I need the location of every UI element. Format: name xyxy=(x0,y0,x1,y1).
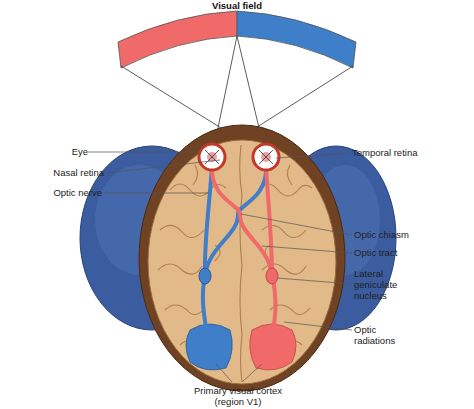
left-visual-field xyxy=(118,11,237,68)
part-label: Primary visual cortex (region V1) xyxy=(182,385,294,407)
leader-line xyxy=(262,246,352,253)
part-label: Optic nerve xyxy=(30,187,102,198)
leader-line xyxy=(88,152,200,153)
visual-pathways xyxy=(203,166,276,340)
brain-gyri xyxy=(158,145,312,382)
part-label: Nasal retina xyxy=(30,167,104,178)
red-radiation xyxy=(272,275,275,340)
eye-ray-cross xyxy=(205,150,273,164)
figure-title: Visual field xyxy=(187,0,287,11)
left-lgn xyxy=(199,268,211,284)
part-label: Optic radiations xyxy=(354,324,406,346)
part-label: Optic tract xyxy=(354,247,464,258)
red-pathway xyxy=(212,166,272,275)
brain xyxy=(148,140,336,384)
part-label: Temporal retina xyxy=(352,147,462,158)
right-lgn xyxy=(266,268,278,284)
leader-lines xyxy=(88,152,352,382)
leader-line xyxy=(216,364,232,382)
leader-line xyxy=(284,322,352,330)
left-visual-cortex xyxy=(186,324,232,370)
leader-line xyxy=(276,153,350,158)
leader-line xyxy=(241,214,352,235)
part-label: Eye xyxy=(44,146,88,157)
leader-line xyxy=(242,364,262,382)
part-label: Lateral geniculate nucleus xyxy=(354,268,412,301)
head-outline xyxy=(139,125,345,391)
leader-line xyxy=(104,193,208,194)
leader-line xyxy=(277,278,352,284)
leader-line xyxy=(106,160,220,173)
eyes xyxy=(199,144,279,170)
blue-radiation xyxy=(203,275,208,340)
right-visual-field xyxy=(237,11,356,68)
part-label: Optic chiasm xyxy=(354,229,464,240)
